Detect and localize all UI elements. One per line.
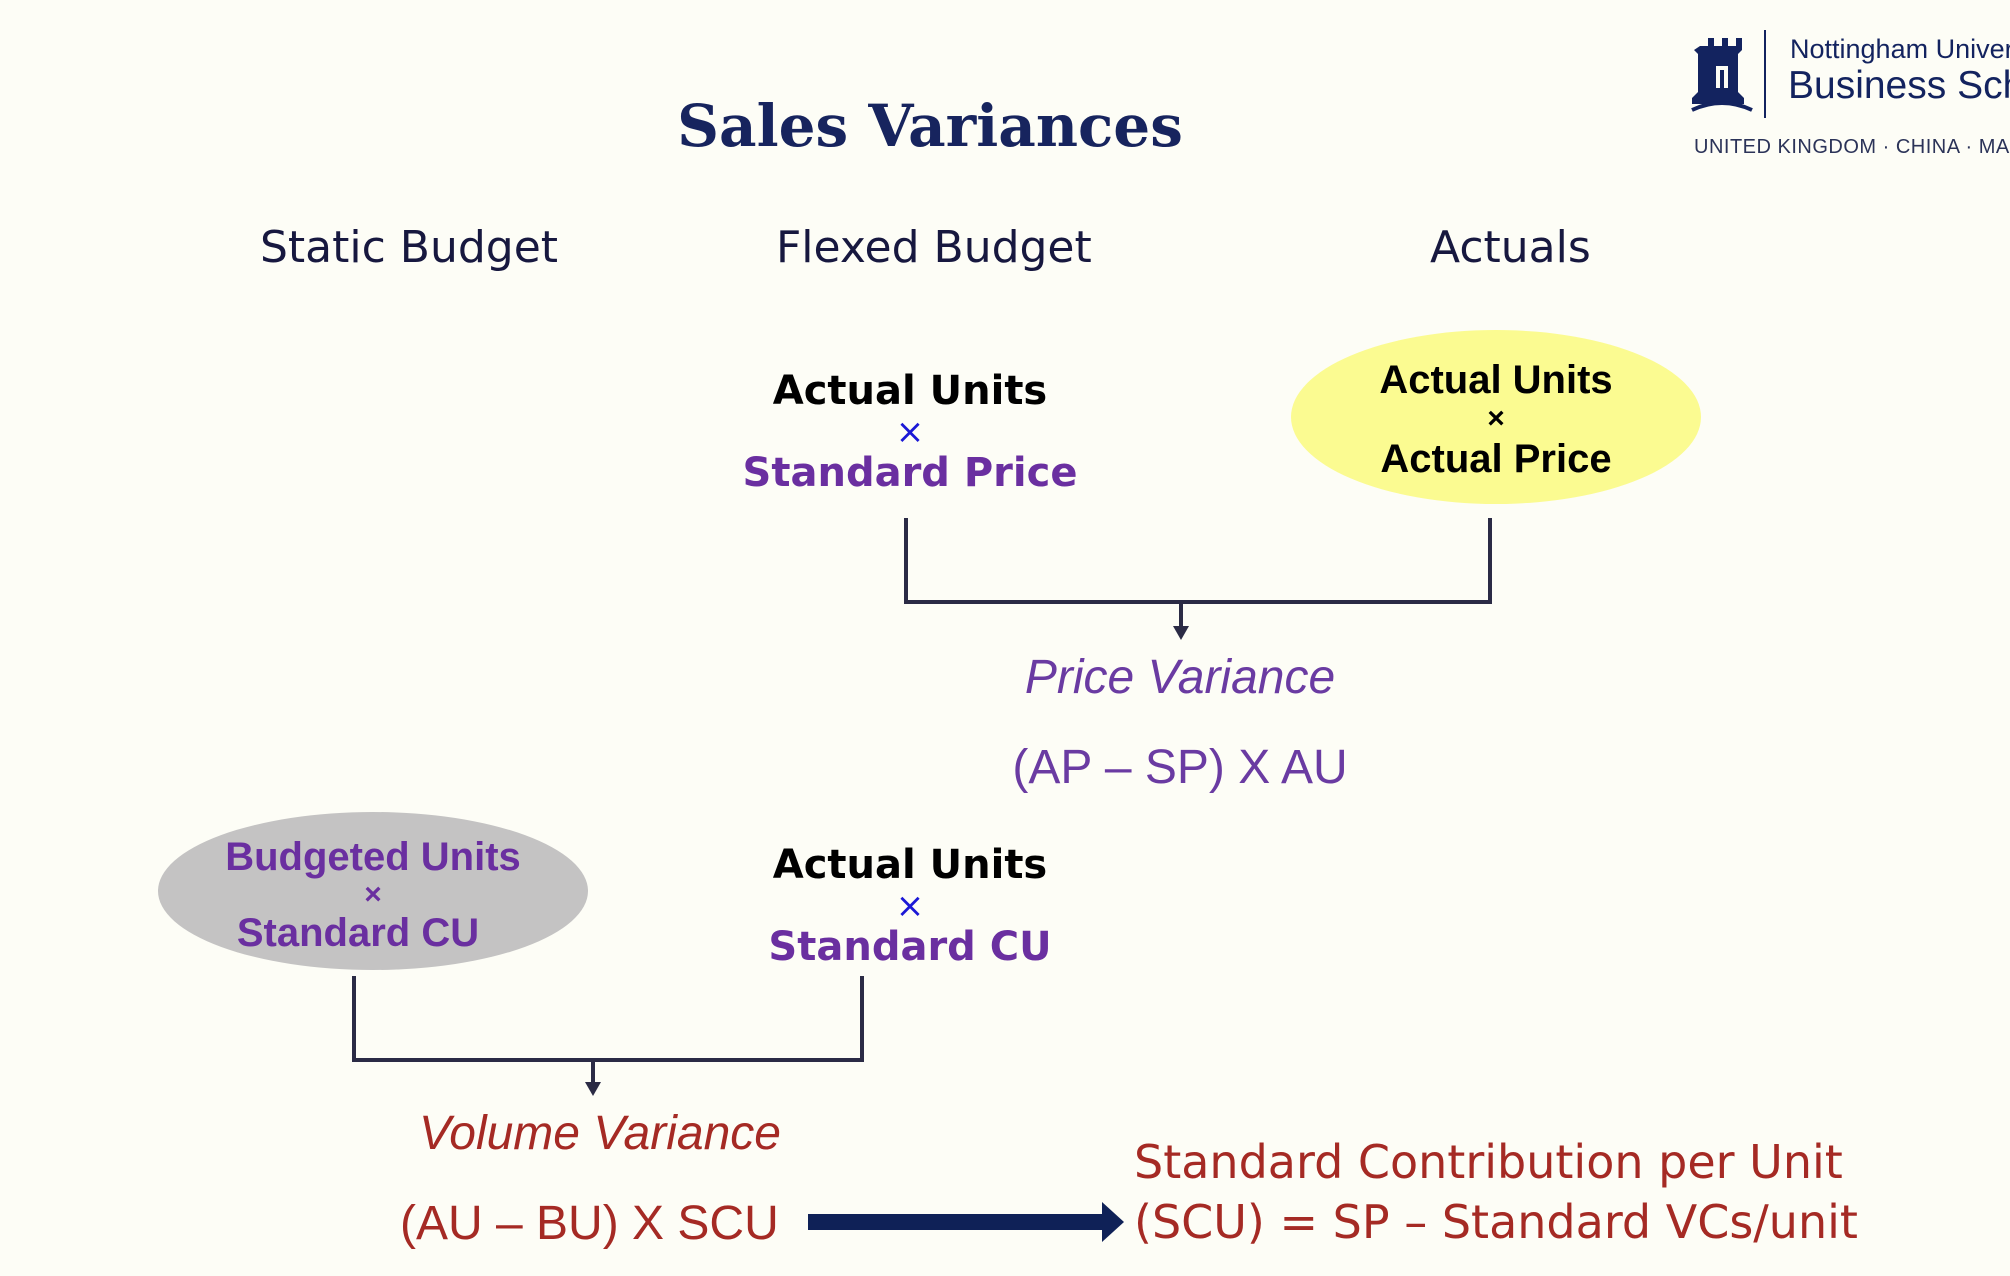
scu-arrow-shaft	[808, 1214, 1110, 1230]
column-header-static-budget: Static Budget	[260, 222, 559, 273]
price-bracket	[904, 518, 1492, 630]
flexed-volume-line-2: Standard CU	[768, 924, 1052, 970]
actuals-ellipse-text: Actual Units × Actual Price	[1291, 356, 1701, 484]
budgeted-times-icon: ×	[364, 878, 382, 911]
castle-crest-icon	[1691, 38, 1753, 112]
price-bracket-arrowhead	[1173, 626, 1189, 640]
actuals-ellipse	[1291, 330, 1701, 504]
volume-variance-label: Volume Variance	[419, 1107, 781, 1160]
volume-variance-formula: (AU – BU) X SCU	[400, 1197, 779, 1250]
volume-bracket-arrowhead	[585, 1082, 601, 1096]
logo-line-1: Nottingham University	[1790, 34, 2010, 64]
flexed-volume-times-icon: ×	[895, 886, 925, 926]
logo-line-2: Business School	[1788, 64, 2010, 107]
logo-line-3: UNITED KINGDOM · CHINA · MALAYSIA	[1694, 136, 2010, 158]
scu-arrow-head	[1102, 1202, 1124, 1242]
budgeted-line-2: Standard CU	[236, 911, 480, 955]
budgeted-line-1: Budgeted Units	[225, 835, 521, 879]
price-variance-formula: (AP – SP) X AU	[1012, 741, 1348, 794]
flexed-price-times-icon: ×	[895, 412, 925, 452]
budgeted-ellipse-text: Budgeted Units × Standard CU	[158, 834, 588, 956]
flexed-volume-line-1: Actual Units	[772, 842, 1048, 888]
price-variance-label: Price Variance	[1024, 651, 1336, 704]
flexed-price-block: Actual Units × Standard Price	[700, 368, 1120, 496]
flexed-price-line-2: Standard Price	[742, 450, 1078, 496]
logo-divider	[1764, 30, 1766, 118]
volume-bracket	[352, 976, 864, 1086]
scu-note-line-2: (SCU) = SP – Standard VCs/unit	[1134, 1195, 1858, 1249]
budgeted-ellipse	[158, 812, 588, 970]
scu-note: Standard Contribution per Unit (SCU) = S…	[1134, 1132, 1858, 1252]
scu-note-line-1: Standard Contribution per Unit	[1134, 1135, 1843, 1189]
actuals-line-2: Actual Price	[1380, 437, 1612, 481]
page-title: Sales Variances	[677, 92, 1183, 160]
actuals-times-icon: ×	[1487, 402, 1505, 435]
logo: Nottingham University Business School UN…	[1690, 26, 2010, 166]
column-header-flexed-budget: Flexed Budget	[776, 222, 1092, 273]
flexed-price-line-1: Actual Units	[772, 368, 1048, 414]
column-header-actuals: Actuals	[1430, 222, 1591, 273]
flexed-volume-block: Actual Units × Standard CU	[700, 842, 1120, 970]
actuals-line-1: Actual Units	[1379, 358, 1613, 402]
